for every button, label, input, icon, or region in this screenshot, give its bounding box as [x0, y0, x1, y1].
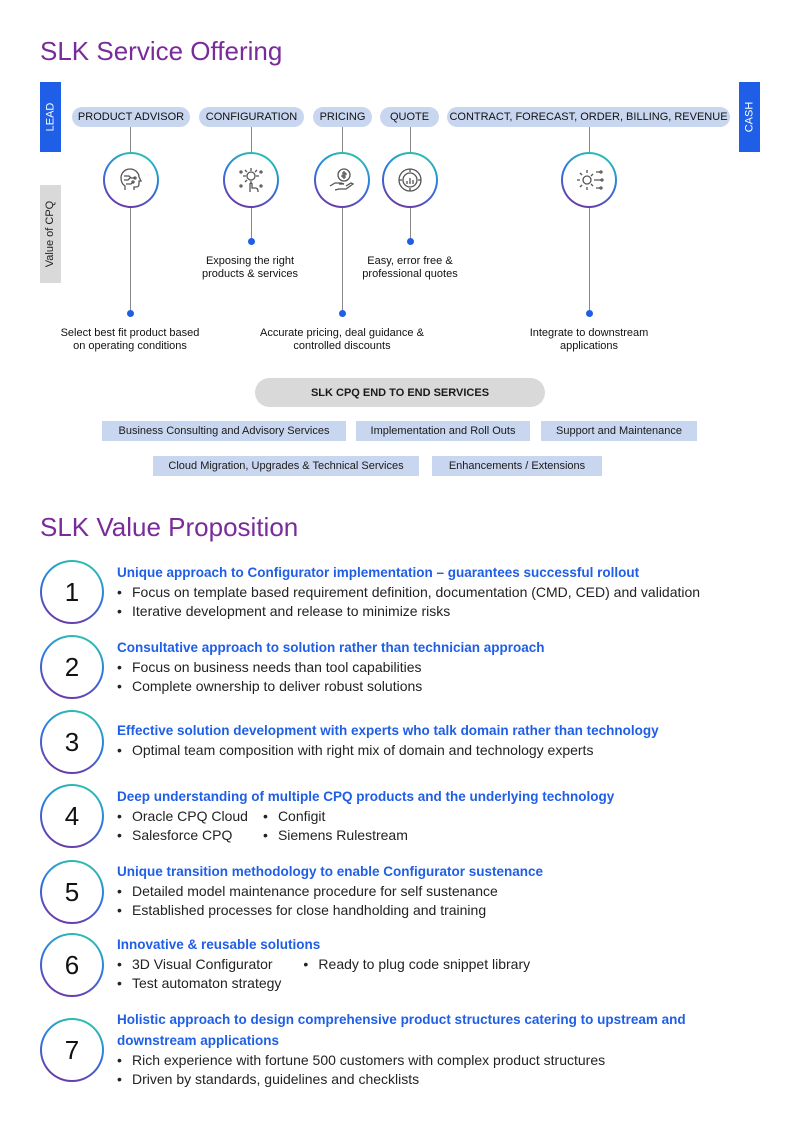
- service-consulting: Business Consulting and Advisory Service…: [102, 421, 346, 441]
- bullet: Complete ownership to deliver robust sol…: [117, 677, 777, 696]
- number-badge: 7: [40, 1018, 104, 1082]
- bullet: Driven by standards, guidelines and chec…: [117, 1070, 777, 1089]
- e2e-services-banner: SLK CPQ END TO END SERVICES: [255, 378, 545, 407]
- bullet: Detailed model maintenance procedure for…: [117, 882, 777, 901]
- value-item-title: Innovative & reusable solutions: [117, 937, 321, 952]
- service-offering-heading: SLK Service Offering: [40, 36, 283, 66]
- connector-dot: [248, 238, 255, 245]
- cash-tag: CASH: [739, 82, 760, 152]
- bullet: Oracle CPQ Cloud: [117, 807, 248, 826]
- stage-pricing: PRICING: [313, 107, 372, 127]
- bullet: Test automaton strategy: [117, 974, 281, 993]
- quote-chart-icon: [382, 152, 438, 208]
- connector-dot: [127, 310, 134, 317]
- bullet: 3D Visual Configurator: [117, 955, 281, 974]
- number-badge: 5: [40, 860, 104, 924]
- number-badge: 4: [40, 784, 104, 848]
- value-item-title: Consultative approach to solution rather…: [117, 640, 545, 655]
- bullet: Siemens Rulestream: [263, 826, 408, 845]
- value-item-title: Effective solution development with expe…: [117, 723, 659, 738]
- bullet: Ready to plug code snippet library: [303, 955, 530, 974]
- stage-product-advisor: PRODUCT ADVISOR: [72, 107, 190, 127]
- stage-contract: CONTRACT, FORECAST, ORDER, BILLING, REVE…: [447, 107, 730, 127]
- bullet: Focus on template based requirement defi…: [117, 583, 777, 602]
- number-badge: 6: [40, 933, 104, 997]
- number-badge: 3: [40, 710, 104, 774]
- number-badge: 1: [40, 560, 104, 624]
- pricing-hand-coin-icon: [314, 152, 370, 208]
- integration-gear-icon: [561, 152, 617, 208]
- ai-head-icon: [103, 152, 159, 208]
- connector-line: [130, 127, 131, 313]
- value-proposition-heading: SLK Value Proposition: [40, 512, 299, 542]
- bullet: Optimal team composition with right mix …: [117, 741, 777, 760]
- service-implementation: Implementation and Roll Outs: [356, 421, 530, 441]
- value-of-cpq-tag: Value of CPQ: [40, 185, 61, 283]
- connector-line: [589, 127, 590, 313]
- lead-tag: LEAD: [40, 82, 61, 152]
- service-cloud-migration: Cloud Migration, Upgrades & Technical Se…: [153, 456, 419, 476]
- connector-dot: [586, 310, 593, 317]
- value-item-title: Deep understanding of multiple CPQ produ…: [117, 789, 615, 804]
- bullet: Focus on business needs than tool capabi…: [117, 658, 777, 677]
- caption-quote: Easy, error free &professional quotes: [362, 255, 458, 280]
- bullet: Rich experience with fortune 500 custome…: [117, 1051, 777, 1070]
- configuration-touch-icon: [223, 152, 279, 208]
- caption-pricing: Accurate pricing, deal guidance &control…: [260, 327, 424, 352]
- value-item-title: Holistic approach to design comprehensiv…: [117, 1012, 686, 1027]
- service-support: Support and Maintenance: [541, 421, 697, 441]
- stage-quote: QUOTE: [380, 107, 439, 127]
- connector-dot: [339, 310, 346, 317]
- bullet: Configit: [263, 807, 408, 826]
- connector-dot: [407, 238, 414, 245]
- number-badge: 2: [40, 635, 104, 699]
- bullet: Established processes for close handhold…: [117, 901, 777, 920]
- value-item-title-continued: downstream applications: [117, 1033, 280, 1048]
- bullet: Iterative development and release to min…: [117, 602, 777, 621]
- value-item-title: Unique transition methodology to enable …: [117, 864, 544, 879]
- connector-line: [342, 127, 343, 313]
- stage-configuration: CONFIGURATION: [199, 107, 304, 127]
- value-item-title: Unique approach to Configurator implemen…: [117, 565, 640, 580]
- bullet: Salesforce CPQ: [117, 826, 248, 845]
- service-enhancements: Enhancements / Extensions: [432, 456, 602, 476]
